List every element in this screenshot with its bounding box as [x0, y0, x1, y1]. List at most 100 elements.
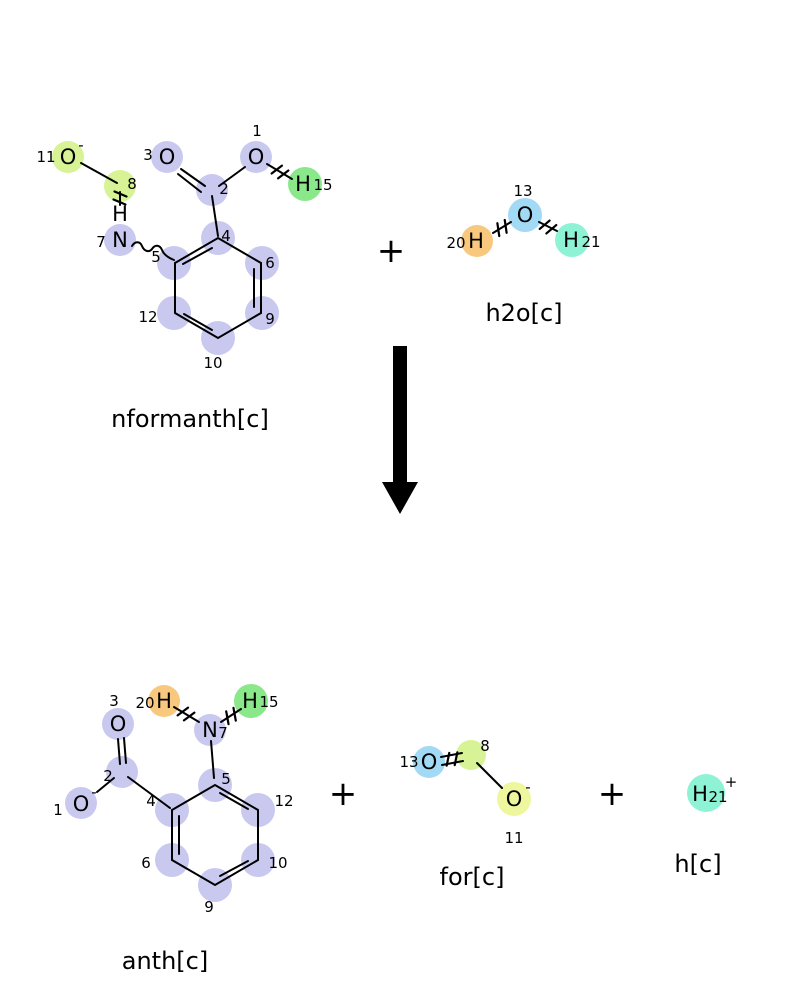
highlight-o13	[413, 746, 445, 778]
bond-o13-h20	[492, 221, 512, 234]
bond-change-marker-c8-n7	[112, 190, 128, 206]
hash-line	[538, 219, 551, 231]
atom-number-8: 8	[480, 737, 490, 755]
atom-number-1: 1	[53, 801, 63, 819]
molecule-label-anth: anth[c]	[122, 947, 208, 975]
hash-line	[276, 169, 290, 180]
atom-number-10: 10	[268, 854, 287, 872]
atom-h20: H	[156, 689, 172, 713]
atom-amide-h: H	[112, 202, 128, 226]
highlight-c2	[106, 756, 138, 788]
charge-o11: -	[525, 778, 530, 796]
atom-number-4: 4	[146, 792, 156, 810]
hash-line	[445, 751, 451, 767]
bond-c2-o1	[96, 777, 115, 793]
atom-h20: H	[468, 229, 484, 253]
highlight-o13	[508, 198, 542, 232]
atom-number-7: 7	[218, 724, 228, 742]
atom-number-12: 12	[274, 792, 293, 810]
atom-number-11: 11	[36, 148, 55, 166]
atom-o3: O	[110, 712, 127, 736]
highlight-h21	[555, 223, 589, 257]
molecule-label-nformanth: nformanth[c]	[111, 405, 269, 433]
bond-wavy-n7-c5	[131, 241, 175, 261]
plus-sign-products-1: +	[329, 774, 358, 814]
bond-double-c12-c5	[219, 792, 249, 810]
atom-o13: O	[517, 203, 534, 227]
atom-number-15: 15	[313, 176, 332, 194]
molecule-anth: 3 O 20 H N 7 H 15 2 1 O - 4 5 12 6 10 9 …	[53, 684, 294, 975]
atom-number-3: 3	[143, 146, 153, 164]
highlight-h20	[148, 685, 180, 717]
benzene-ring	[171, 783, 259, 887]
atom-number-13: 13	[399, 753, 418, 771]
molecule-h: H 21 + h[c]	[674, 773, 737, 878]
atom-n7: N	[112, 228, 128, 252]
plus-sign-products-2: +	[598, 774, 627, 814]
molecule-label-h: h[c]	[674, 850, 721, 878]
atom-o11: O	[60, 145, 77, 169]
atom-number-15: 15	[259, 693, 278, 711]
bond-c2-o3-a	[117, 738, 121, 765]
bond-o13-h21	[538, 221, 558, 232]
atom-number-6: 6	[141, 854, 151, 872]
bond-change-marker-o1-h15	[270, 164, 290, 180]
bond-c2-o3-b	[123, 737, 127, 764]
bond-c8-o11	[476, 762, 503, 789]
bond-c2-o1	[218, 166, 246, 187]
hash-line	[176, 706, 190, 717]
charge-o11: -	[78, 136, 83, 154]
atom-number-8: 8	[127, 175, 137, 193]
charge-o1: -	[91, 783, 96, 801]
highlight-h20	[461, 225, 493, 257]
highlight-h15	[234, 684, 268, 718]
plus-sign-reactants: +	[377, 231, 406, 271]
bond-c2-c4	[127, 776, 171, 809]
atom-number-9: 9	[265, 310, 275, 328]
highlight-c2	[196, 174, 228, 206]
benzene-ring	[174, 236, 262, 340]
hash-line	[112, 198, 127, 206]
bond-c2-o3-a	[180, 168, 206, 187]
atom-o3: O	[159, 145, 176, 169]
bond-c2-o3-b	[177, 173, 202, 193]
highlight-o3	[102, 708, 134, 740]
atom-number-11: 11	[504, 829, 523, 847]
bond-double-c5-c4	[182, 247, 213, 265]
bond-o11-c8	[80, 162, 118, 184]
hash-line	[225, 710, 230, 726]
atom-number-13: 13	[513, 182, 532, 200]
atom-number-1: 1	[252, 122, 262, 140]
atom-number-5: 5	[221, 770, 231, 788]
bond-change-marker-o13-h21	[538, 219, 558, 235]
hash-line	[113, 190, 128, 198]
bond-n7-h15	[220, 708, 242, 723]
atom-o1: O	[73, 792, 90, 816]
atom-number-5: 5	[151, 248, 161, 266]
hash-line	[232, 706, 237, 722]
atom-number-10: 10	[203, 354, 222, 372]
atom-number-2: 2	[219, 180, 229, 198]
atom-number-20: 20	[446, 234, 465, 252]
highlight-o1	[240, 141, 272, 173]
atom-number-3: 3	[109, 692, 119, 710]
charge-h21: +	[725, 773, 738, 791]
bond-change-marker-o13-h20	[496, 218, 508, 238]
bond-o13-c8-a	[441, 760, 464, 766]
atom-h15: H	[295, 172, 311, 196]
atom-number-2: 2	[103, 767, 113, 785]
atom-n7: N	[202, 718, 218, 742]
atom-number-6: 6	[265, 254, 275, 272]
hash-line	[270, 164, 284, 175]
bond-o1-h15	[266, 163, 293, 180]
molecule-label-h2o: h2o[c]	[485, 299, 562, 327]
highlight-o11	[52, 141, 84, 173]
molecule-for: 13 O 8 O - 11 for[c]	[399, 737, 531, 891]
highlight-o11	[497, 782, 531, 816]
highlight-h15	[288, 167, 322, 201]
molecule-label-for: for[c]	[440, 863, 505, 891]
atom-number-7: 7	[96, 233, 106, 251]
atom-h21: H	[563, 228, 579, 252]
